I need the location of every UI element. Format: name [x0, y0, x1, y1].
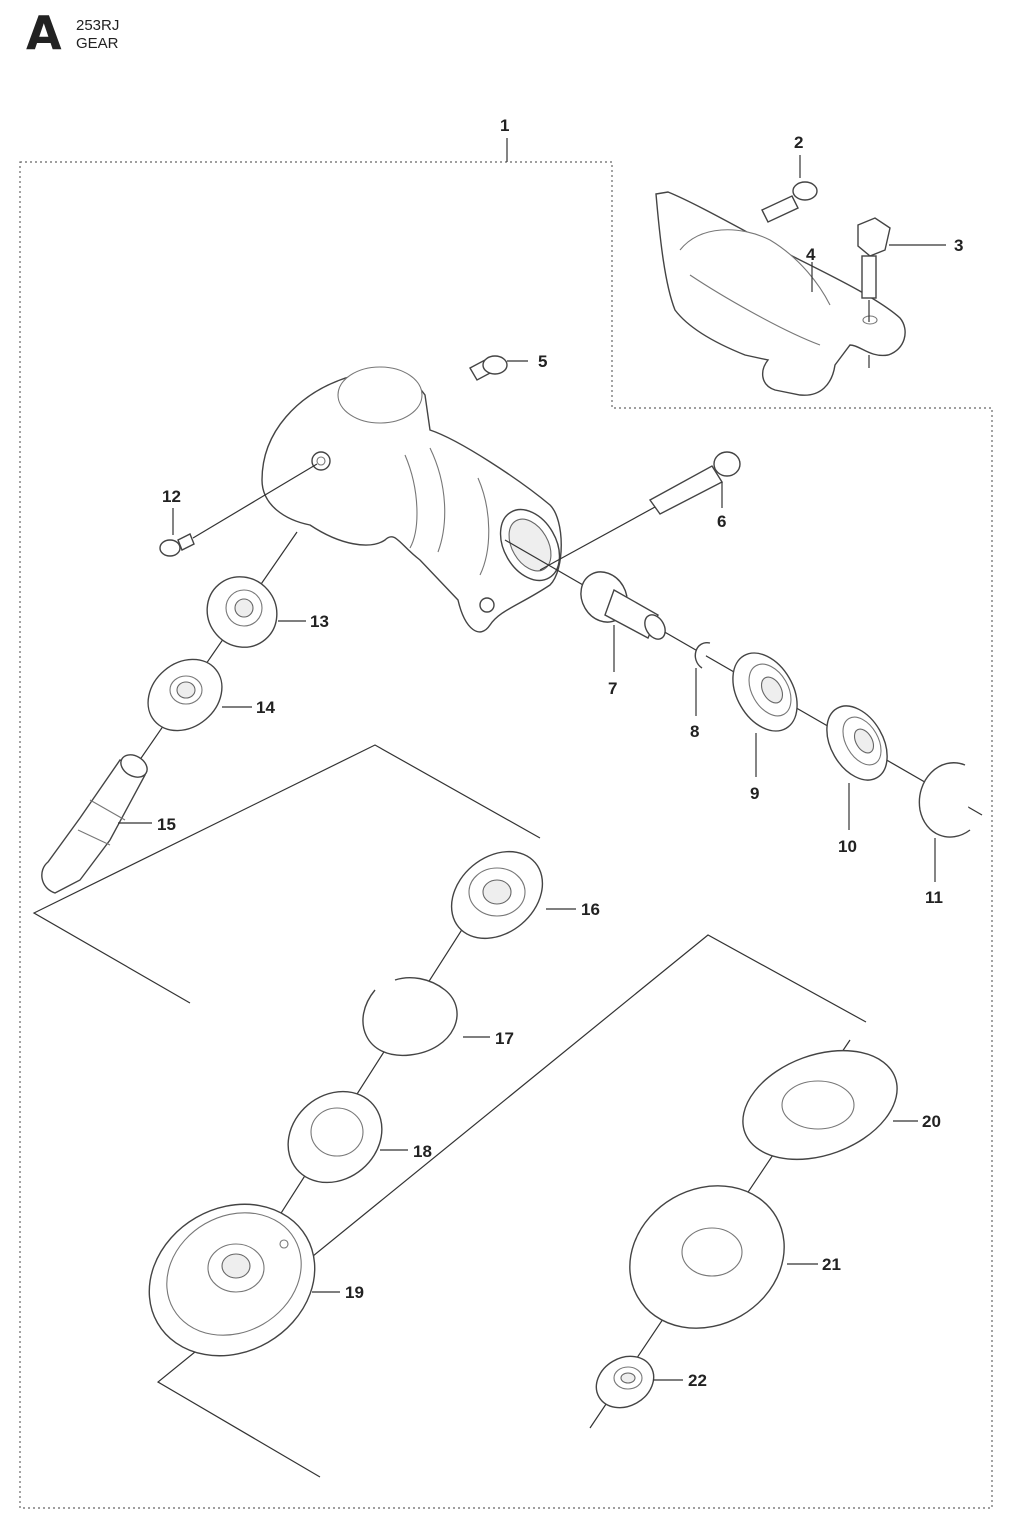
callout-14: 14 — [256, 698, 275, 717]
seal-part-18 — [287, 1090, 383, 1184]
axis-12 — [192, 463, 318, 539]
screw-part-2 — [761, 181, 818, 223]
callout-5: 5 — [538, 352, 547, 371]
callout-20: 20 — [922, 1112, 941, 1131]
ring-part-17 — [362, 977, 458, 1057]
diagram-title: GEAR — [76, 35, 119, 52]
bearing-part-13 — [206, 576, 278, 648]
callout-16: 16 — [581, 900, 600, 919]
callout-12: 12 — [162, 487, 181, 506]
callout-15: 15 — [157, 815, 176, 834]
callout-4: 4 — [806, 245, 816, 264]
callout-21: 21 — [822, 1255, 841, 1274]
ring-part-11 — [918, 762, 971, 838]
circlip-part-8 — [694, 642, 711, 669]
callout-8: 8 — [690, 722, 699, 741]
gear-part-19 — [148, 1203, 316, 1357]
pin-part-3 — [857, 217, 891, 299]
assembly-boundary — [19, 161, 993, 1509]
shaft-part-7 — [580, 571, 666, 640]
callout-1: 1 — [500, 116, 509, 135]
callout-9: 9 — [750, 784, 759, 803]
bracket-right — [156, 934, 867, 1478]
bearing-part-16 — [450, 850, 544, 940]
screw-part-12 — [159, 533, 195, 557]
model-number: 253RJ — [76, 17, 120, 34]
callout-2: 2 — [794, 133, 803, 152]
callout-7: 7 — [608, 679, 617, 698]
section-letter: A — [26, 6, 62, 60]
support-cup-part-21 — [629, 1185, 785, 1329]
callout-3: 3 — [954, 236, 963, 255]
callout-17: 17 — [495, 1029, 514, 1048]
callout-6: 6 — [717, 512, 726, 531]
callout-22: 22 — [688, 1371, 707, 1390]
callout-18: 18 — [413, 1142, 432, 1161]
gear-housing — [261, 366, 562, 633]
bolt-part-6 — [648, 451, 741, 515]
washer-part-14 — [147, 658, 223, 732]
shaft-part-15 — [41, 754, 148, 894]
nut-part-22 — [595, 1355, 655, 1409]
bearing-part-10 — [826, 705, 888, 781]
bracket-left — [32, 744, 541, 1004]
washer-part-20 — [742, 1049, 898, 1161]
guard-part — [655, 191, 906, 396]
callout-13: 13 — [310, 612, 329, 631]
callout-10: 10 — [838, 837, 857, 856]
callout-11: 11 — [925, 888, 943, 907]
axis-6 — [539, 506, 656, 571]
callout-19: 19 — [345, 1283, 364, 1302]
screw-part-5 — [469, 355, 508, 381]
bearing-part-9 — [732, 652, 798, 732]
